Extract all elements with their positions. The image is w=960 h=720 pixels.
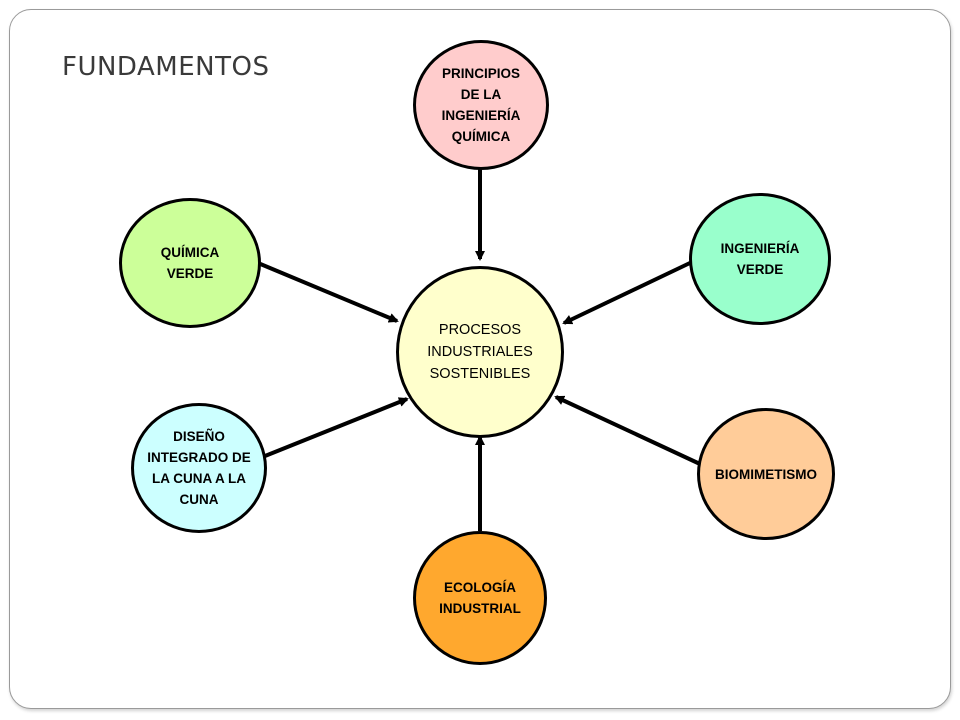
center-node-label: PROCESOS INDUSTRIALES SOSTENIBLES bbox=[427, 322, 533, 382]
node-label: PRINCIPIOS DE LA INGENIERÍA QUÍMICA bbox=[441, 66, 521, 144]
node-biomimetismo: BIOMIMETISMO bbox=[697, 408, 835, 540]
node-quimica-verde: QUÍMICA VERDE bbox=[119, 198, 261, 328]
page-title: FUNDAMENTOS bbox=[62, 52, 270, 82]
node-label: QUÍMICA VERDE bbox=[160, 245, 220, 281]
node-label: BIOMIMETISMO bbox=[715, 466, 817, 482]
node-principios-de-la-ingenieria-quimica: PRINCIPIOS DE LA INGENIERÍA QUÍMICA bbox=[413, 40, 549, 170]
node-ingenieria-verde: INGENIERÍA VERDE bbox=[689, 193, 831, 325]
arrow-quimica-verde bbox=[257, 261, 399, 323]
node-label: ECOLOGÍA INDUSTRIAL bbox=[439, 580, 521, 616]
node-label: DISEÑO INTEGRADO DE LA CUNA A LA CUNA bbox=[147, 429, 251, 507]
node-ecologia-industrial: ECOLOGÍA INDUSTRIAL bbox=[413, 531, 547, 665]
center-node-procesos-industriales-sostenibles: PROCESOS INDUSTRIALES SOSTENIBLES bbox=[396, 266, 564, 438]
arrow-biomimetismo bbox=[554, 395, 701, 466]
arrow-diseno bbox=[264, 397, 409, 458]
arrow-ingenieria-verde bbox=[562, 260, 693, 325]
node-diseno-integrado: DISEÑO INTEGRADO DE LA CUNA A LA CUNA bbox=[131, 403, 267, 533]
node-label: INGENIERÍA VERDE bbox=[720, 241, 800, 277]
